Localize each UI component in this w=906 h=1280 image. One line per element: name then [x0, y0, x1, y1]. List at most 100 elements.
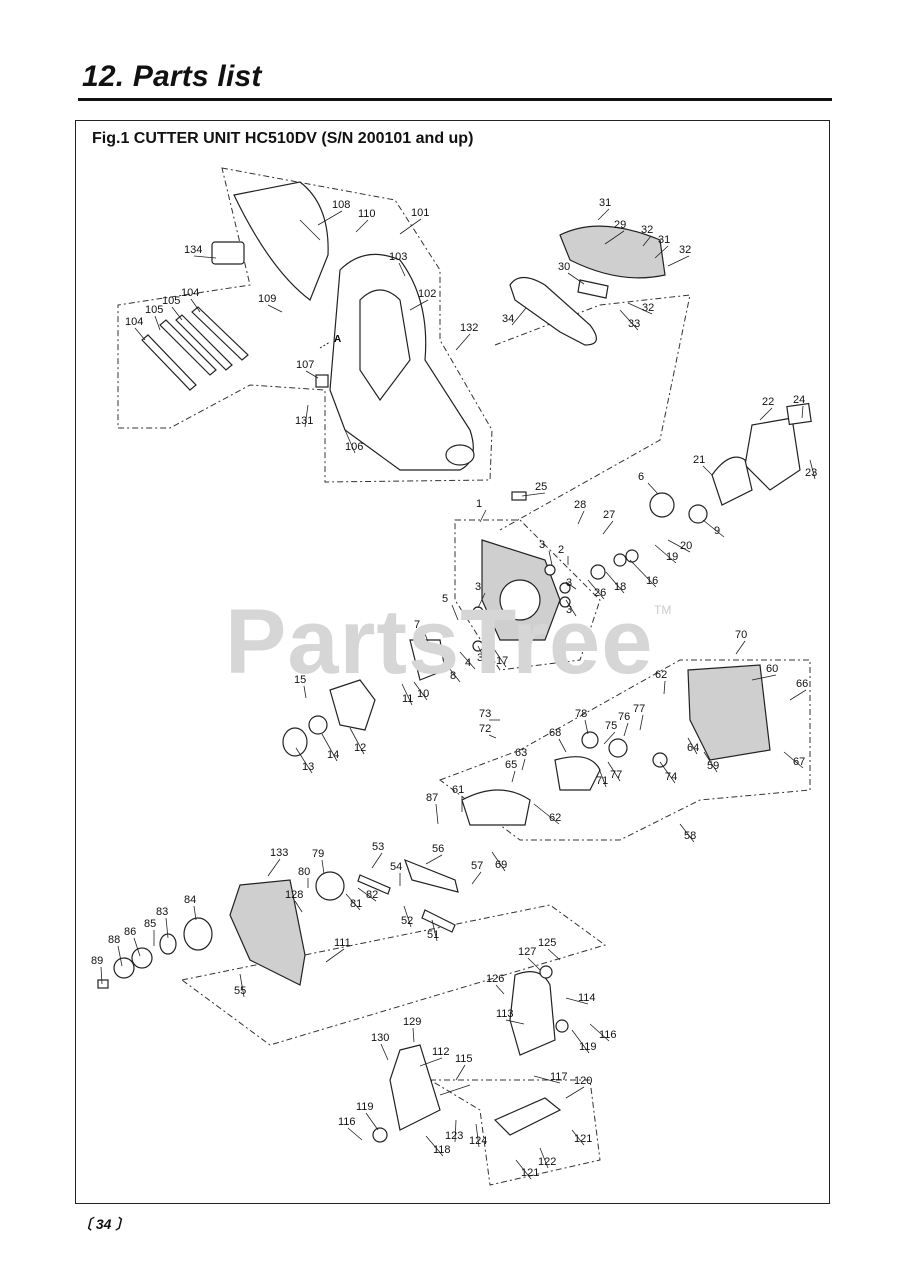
callout-leader	[801, 405, 804, 419]
callout-label: 124	[469, 1135, 487, 1147]
callout-label: 3	[566, 577, 572, 589]
callout-leader	[267, 304, 283, 313]
callout-leader	[565, 997, 589, 1005]
callout-label: 109	[258, 293, 276, 305]
callout-leader	[454, 1119, 457, 1143]
callout-leader	[117, 945, 123, 967]
callout-label: 16	[646, 575, 658, 587]
callout-label: 116	[599, 1029, 617, 1041]
callout-leader	[558, 738, 567, 753]
plate	[511, 491, 527, 501]
callout-leader	[154, 315, 161, 331]
callout-leader	[679, 823, 695, 843]
callout-label: 64	[687, 742, 699, 754]
callout-leader	[603, 731, 616, 745]
callout-leader	[487, 639, 507, 668]
callout-label: 34	[502, 313, 514, 325]
callout-leader	[511, 307, 527, 326]
callout-label: 12	[354, 742, 366, 754]
callout-label: 78	[575, 708, 587, 720]
callout-leader	[239, 973, 245, 998]
callout-leader	[267, 858, 281, 877]
callout-label: 131	[295, 415, 313, 427]
callout-label: 119	[356, 1101, 374, 1113]
callout-label: 77	[610, 769, 622, 781]
callout-label: 3	[539, 539, 545, 551]
callout-leader	[355, 219, 369, 233]
callout-leader	[571, 1129, 585, 1146]
callout-label: 77	[633, 703, 645, 715]
callout-leader	[604, 230, 625, 245]
label-plate	[211, 241, 245, 265]
callout-leader	[190, 298, 201, 313]
callout-leader	[349, 727, 365, 755]
callout-leader	[295, 747, 313, 774]
callout-label: 105	[162, 295, 180, 307]
callout-leader	[488, 734, 497, 739]
callout-label: 13	[302, 761, 314, 773]
heading-rule	[78, 98, 832, 101]
callout-label: 120	[574, 1075, 592, 1087]
callout-label: 28	[574, 499, 586, 511]
callout-leader	[751, 674, 777, 681]
callout-leader	[521, 492, 546, 497]
callout-leader	[639, 714, 644, 731]
callout-label: 129	[403, 1016, 421, 1028]
callout-label: 62	[655, 669, 667, 681]
callout-label: 83	[156, 906, 168, 918]
belt-cover	[559, 225, 666, 299]
callout-leader	[584, 719, 589, 735]
callout-label: 116	[338, 1116, 356, 1128]
callout-label: 103	[389, 251, 407, 263]
bushing	[315, 374, 329, 388]
callout-leader	[505, 1019, 525, 1025]
callout-layer: 1011081101341031021091041051041051321071…	[91, 197, 817, 1180]
callout-leader	[477, 592, 486, 609]
callout-leader	[423, 630, 429, 643]
callout-leader	[565, 599, 577, 617]
callout-leader	[605, 571, 625, 594]
callout-label: 61	[452, 784, 464, 796]
callout-leader	[597, 765, 607, 788]
page-number: 34	[95, 1216, 112, 1232]
callout-label: 104	[125, 316, 143, 328]
callout-label: 81	[350, 898, 362, 910]
callout-label: 10	[417, 688, 429, 700]
callout-leader	[647, 482, 659, 495]
callout-leader	[479, 509, 487, 523]
callout-label: 101	[411, 207, 429, 219]
bracket-assembly	[372, 965, 569, 1143]
callout-leader	[403, 905, 412, 928]
callout-leader	[347, 1127, 363, 1141]
callout-leader	[445, 663, 461, 683]
callout-leader	[171, 306, 183, 321]
drive-belt	[509, 276, 597, 346]
arm-assembly	[97, 858, 459, 989]
callout-label: 3	[475, 581, 481, 593]
callout-leader	[515, 1159, 532, 1180]
callout-label: 107	[296, 359, 314, 371]
callout-leader	[735, 640, 746, 655]
callout-leader	[419, 1057, 443, 1067]
callout-leader	[703, 751, 718, 773]
figure-title: Fig.1 CUTTER UNIT HC510DV (S/N 200101 an…	[92, 130, 474, 147]
callout-label: 52	[401, 915, 413, 927]
callout-label: 126	[486, 973, 504, 985]
callout-label: 115	[455, 1053, 473, 1065]
callout-leader	[642, 235, 652, 247]
callout-label: 5	[442, 593, 448, 605]
callout-label: 53	[372, 841, 384, 853]
callout-leader	[597, 208, 610, 221]
pulley-belt	[711, 456, 753, 506]
callout-label: 22	[762, 396, 774, 408]
callout-label: 29	[614, 219, 626, 231]
fan-pulley	[688, 504, 708, 524]
callout-label: 86	[124, 926, 136, 938]
callout-label: 32	[679, 244, 691, 256]
callout-leader	[345, 893, 361, 911]
callout-label: 106	[345, 441, 363, 453]
callout-leader	[663, 680, 666, 695]
callout-label: 133	[270, 847, 288, 859]
callout-leader	[809, 459, 816, 480]
callout-leader	[567, 272, 585, 285]
